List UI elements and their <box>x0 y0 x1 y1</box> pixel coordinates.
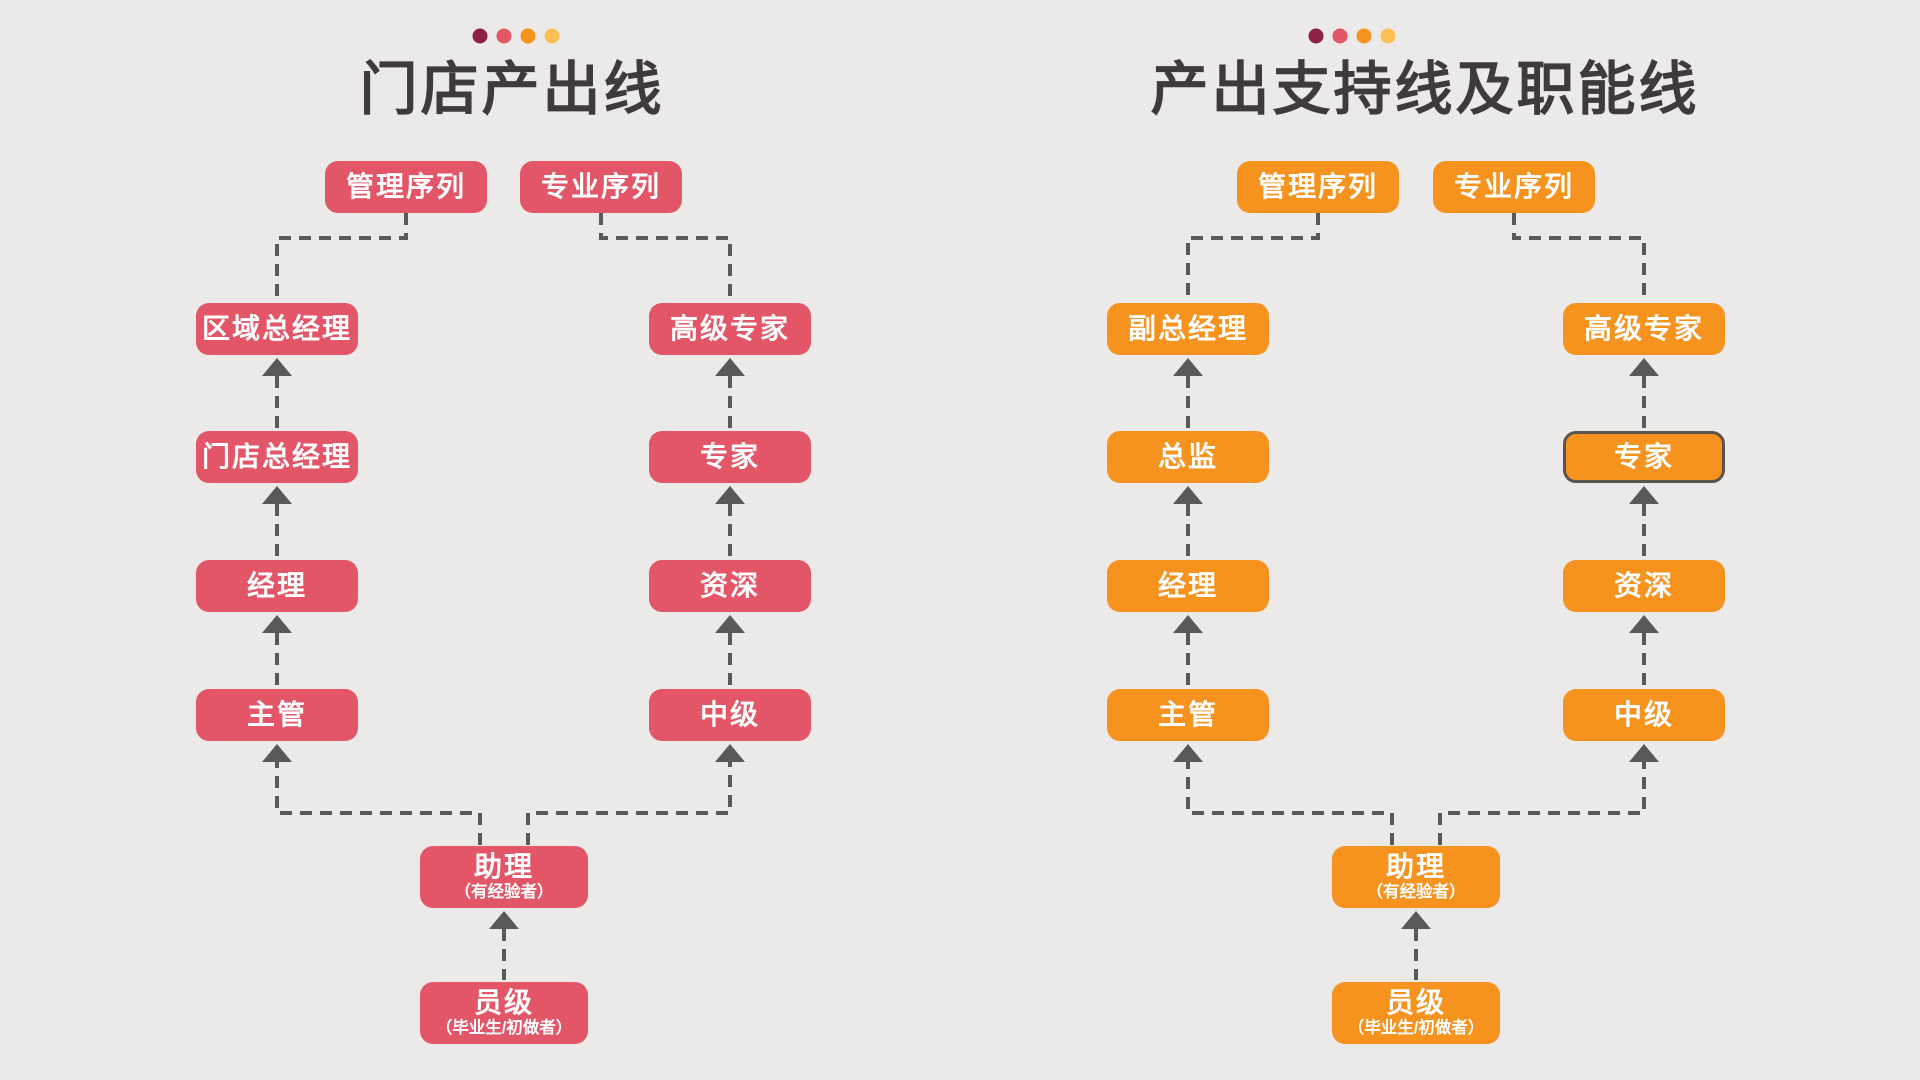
arrowhead-up-icon <box>1629 615 1659 633</box>
node-label: 管理序列 <box>1257 171 1378 203</box>
node-label: 管理序列 <box>345 171 466 203</box>
node-label: 资深 <box>699 570 760 602</box>
decorative-dot <box>496 28 512 44</box>
store-output-line-professional-level-2: 资深 <box>649 560 811 612</box>
node-sublabel: （有经验者） <box>1366 883 1466 902</box>
arrowhead-up-icon <box>715 615 745 633</box>
decorative-dot <box>1332 28 1348 44</box>
node-label: 总监 <box>1157 441 1218 473</box>
node-label: 区域总经理 <box>201 313 352 345</box>
node-label: 专业序列 <box>540 171 661 203</box>
arrowhead-up-icon <box>1173 744 1203 762</box>
left-group-title: 门店产出线 <box>359 57 665 122</box>
arrowhead-up-icon <box>489 911 519 929</box>
node-label: 主管 <box>1157 699 1218 731</box>
arrowhead-up-icon <box>1173 358 1203 376</box>
support-and-functional-line-professional-level-2: 资深 <box>1563 560 1725 612</box>
support-and-functional-line-professional-level-3: 中级 <box>1563 689 1725 741</box>
node-label: 高级专家 <box>1583 313 1704 345</box>
decorative-dot <box>520 28 536 44</box>
store-output-line-staff-node: 员级（毕业生/初做者） <box>420 982 588 1044</box>
arrowhead-up-icon <box>715 358 745 376</box>
node-label: 门店总经理 <box>201 441 352 473</box>
node-label: 员级 <box>473 987 534 1018</box>
node-sublabel: （毕业生/初做者） <box>1347 1019 1485 1038</box>
right-group-title: 产出支持线及职能线 <box>1150 57 1700 122</box>
node-label: 经理 <box>246 570 307 602</box>
store-output-line-management-level-0: 区域总经理 <box>196 303 358 355</box>
node-label: 中级 <box>699 699 760 731</box>
arrowhead-up-icon <box>1173 615 1203 633</box>
dashed-connector <box>526 762 732 845</box>
support-and-functional-line-staff-node: 员级（毕业生/初做者） <box>1332 982 1500 1044</box>
arrowhead-up-icon <box>1629 486 1659 504</box>
node-label: 经理 <box>1157 570 1218 602</box>
dashed-connector <box>1438 762 1646 845</box>
node-label: 员级 <box>1385 987 1446 1018</box>
arrowhead-up-icon <box>715 744 745 762</box>
dashed-connector <box>1186 213 1320 302</box>
arrowhead-up-icon <box>715 486 745 504</box>
arrowhead-up-icon <box>1629 744 1659 762</box>
decorative-dot <box>544 28 560 44</box>
store-output-line-management-level-2: 经理 <box>196 560 358 612</box>
store-output-line-management-level-3: 主管 <box>196 689 358 741</box>
support-and-functional-line-management-level-1: 总监 <box>1107 431 1269 483</box>
support-and-functional-line-professional-level-0: 高级专家 <box>1563 303 1725 355</box>
store-output-line-management-level-1: 门店总经理 <box>196 431 358 483</box>
dashed-connector <box>599 213 732 302</box>
arrowhead-up-icon <box>1629 358 1659 376</box>
dashed-connector <box>1186 762 1394 845</box>
arrowhead-up-icon <box>262 744 292 762</box>
node-label: 中级 <box>1613 699 1674 731</box>
arrowhead-up-icon <box>1401 911 1431 929</box>
node-label: 副总经理 <box>1127 313 1248 345</box>
node-label: 资深 <box>1613 570 1674 602</box>
node-label: 专家 <box>699 441 760 473</box>
support-and-functional-line-management-level-0: 副总经理 <box>1107 303 1269 355</box>
node-label: 助理 <box>1385 851 1446 882</box>
store-output-line-professional-level-0: 高级专家 <box>649 303 811 355</box>
decorative-dot <box>1356 28 1372 44</box>
node-label: 助理 <box>473 851 534 882</box>
support-and-functional-line-professional-series-header: 专业序列 <box>1433 161 1595 213</box>
support-and-functional-line-professional-level-1: 专家 <box>1563 431 1725 483</box>
arrowhead-up-icon <box>262 615 292 633</box>
store-output-line-professional-level-1: 专家 <box>649 431 811 483</box>
arrowhead-up-icon <box>262 486 292 504</box>
decorative-dot <box>1308 28 1324 44</box>
dashed-connector <box>1512 213 1646 302</box>
arrowhead-up-icon <box>262 358 292 376</box>
support-and-functional-line-management-level-3: 主管 <box>1107 689 1269 741</box>
store-output-line-professional-series-header: 专业序列 <box>520 161 682 213</box>
store-output-line-assistant-node: 助理（有经验者） <box>420 846 588 908</box>
decorative-dot <box>472 28 488 44</box>
store-output-line-professional-level-3: 中级 <box>649 689 811 741</box>
support-and-functional-line-management-series-header: 管理序列 <box>1237 161 1399 213</box>
node-label: 主管 <box>246 699 307 731</box>
node-sublabel: （毕业生/初做者） <box>435 1019 573 1038</box>
dashed-connector <box>275 213 408 302</box>
dashed-connector <box>275 762 482 845</box>
support-and-functional-line-management-level-2: 经理 <box>1107 560 1269 612</box>
arrowhead-up-icon <box>1173 486 1203 504</box>
node-sublabel: （有经验者） <box>454 883 554 902</box>
node-label: 高级专家 <box>669 313 790 345</box>
support-and-functional-line-assistant-node: 助理（有经验者） <box>1332 846 1500 908</box>
node-label: 专业序列 <box>1453 171 1574 203</box>
node-label: 专家 <box>1613 441 1674 473</box>
decorative-dot <box>1380 28 1396 44</box>
store-output-line-management-series-header: 管理序列 <box>325 161 487 213</box>
